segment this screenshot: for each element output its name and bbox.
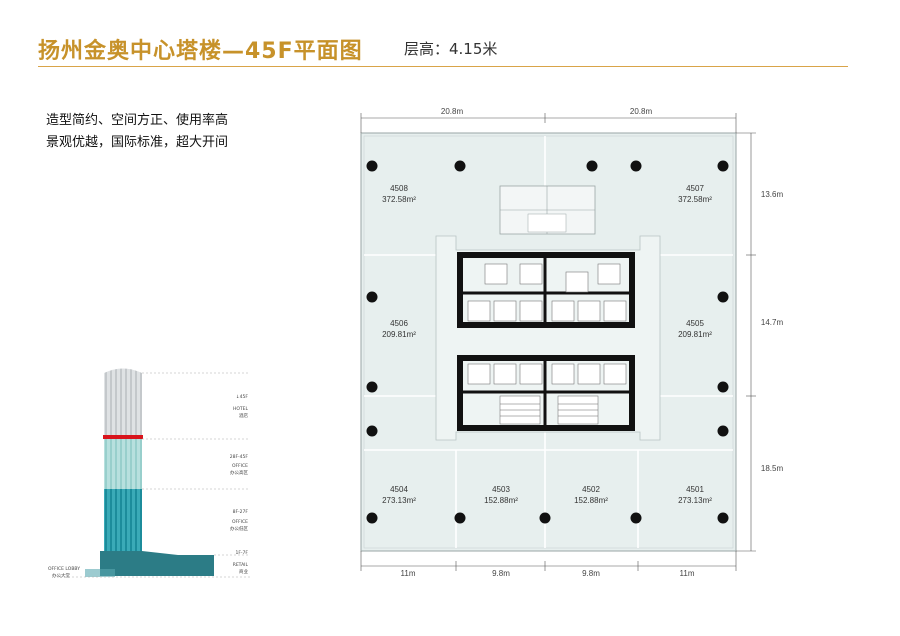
column — [717, 381, 729, 393]
core-walls — [457, 252, 635, 431]
column — [717, 291, 729, 303]
dim-right-bottom: 18.5m — [761, 464, 784, 473]
elevator-car — [551, 363, 575, 385]
restroom-block — [499, 185, 596, 235]
unit-4502-area: 152.88m² — [574, 496, 608, 505]
column — [366, 160, 378, 172]
unit-4506-number: 4506 — [390, 319, 408, 328]
dim-top-right: 20.8m — [630, 107, 653, 116]
dim-bottom-3: 9.8m — [582, 569, 600, 578]
floor-height: 层高：4.15米 — [404, 40, 498, 58]
dim-bottom-1: 11m — [401, 569, 416, 578]
elevator-car — [467, 363, 491, 385]
unit-4508-area: 372.58m² — [382, 195, 416, 204]
elevator-car — [493, 300, 517, 322]
elevator-car — [519, 263, 543, 285]
unit-4507-area: 372.58m² — [678, 195, 712, 204]
column — [454, 512, 466, 524]
column — [366, 512, 378, 524]
elevator-car — [603, 363, 627, 385]
elevator-cars — [467, 263, 627, 385]
unit-4503-area: 152.88m² — [484, 496, 518, 505]
unit-4504-area: 273.13m² — [382, 496, 416, 505]
column — [454, 160, 466, 172]
stairs — [499, 395, 599, 425]
unit-4507-number: 4507 — [686, 184, 704, 193]
unit-4505-area: 209.81m² — [678, 330, 712, 339]
dim-bottom-2: 9.8m — [492, 569, 510, 578]
unit-4503-number: 4503 — [492, 485, 510, 494]
dim-right-top: 13.6m — [761, 190, 784, 199]
elevator-car — [493, 363, 517, 385]
dim-bottom-4: 11m — [680, 569, 695, 578]
elevator-car — [603, 300, 627, 322]
description: 造型简约、空间方正、使用率高 景观优越，国际标准，超大开间 — [46, 110, 228, 154]
column — [539, 512, 551, 524]
description-line-2: 景观优越，国际标准，超大开间 — [46, 135, 229, 150]
description-line-1: 造型简约、空间方正、使用率高 — [46, 113, 229, 128]
dim-right-middle: 14.7m — [761, 318, 784, 327]
column — [717, 160, 729, 172]
dimension-lines — [360, 113, 756, 571]
unit-4501-number: 4501 — [686, 485, 704, 494]
dim-top-left: 20.8m — [441, 107, 464, 116]
elevator-car — [577, 300, 601, 322]
elevator-car — [551, 300, 575, 322]
column — [630, 512, 642, 524]
unit-4504-number: 4504 — [390, 485, 408, 494]
elevator-car — [565, 271, 589, 293]
elevator-car — [577, 363, 601, 385]
structural-columns — [366, 160, 729, 524]
unit-4502-number: 4502 — [582, 485, 600, 494]
column — [366, 425, 378, 437]
unit-partitions — [364, 136, 733, 548]
unit-4501-area: 273.13m² — [678, 496, 712, 505]
unit-4506-area: 209.81m² — [382, 330, 416, 339]
column — [586, 160, 598, 172]
elevator-car — [484, 263, 508, 285]
unit-4508-number: 4508 — [390, 184, 408, 193]
column — [630, 160, 642, 172]
column — [717, 425, 729, 437]
unit-4505-number: 4505 — [686, 319, 704, 328]
page-title: 扬州金奥中心塔楼—45F平面图 — [38, 39, 363, 64]
column — [366, 381, 378, 393]
title-divider — [38, 66, 848, 67]
core-outline — [435, 235, 661, 441]
elevator-car — [519, 363, 543, 385]
column — [717, 512, 729, 524]
elevator-car — [467, 300, 491, 322]
column — [366, 291, 378, 303]
elevator-car — [519, 300, 543, 322]
elevator-car — [597, 263, 621, 285]
